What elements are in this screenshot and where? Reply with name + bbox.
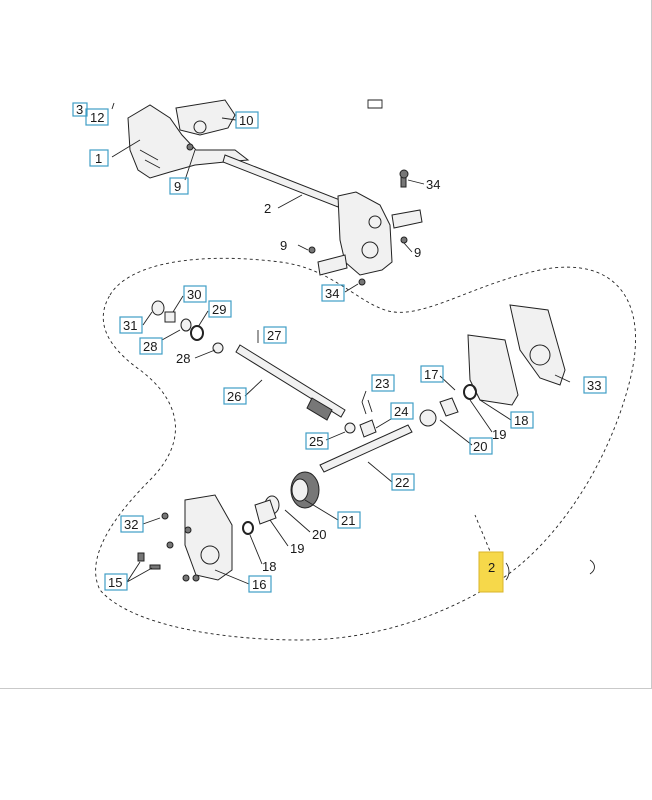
- callout-26: 26: [227, 389, 241, 404]
- callout-20a: 20: [473, 439, 487, 454]
- callout-16: 16: [252, 577, 266, 592]
- callout-17-box: [420, 365, 444, 383]
- callout-28a: 28: [143, 339, 157, 354]
- callout-9c: 9: [414, 245, 421, 260]
- callout-30-box: [183, 285, 207, 303]
- callout-2a: 2: [264, 201, 271, 216]
- callout-9a: 9: [174, 179, 181, 194]
- callout-17: 17: [424, 367, 438, 382]
- callout-26-box: [223, 387, 247, 405]
- callout-18a: 18: [514, 413, 528, 428]
- callout-10: 10: [239, 113, 253, 128]
- callout-24: 24: [394, 404, 408, 419]
- callout-34b: 34: [325, 286, 339, 301]
- callout-34a: 34: [426, 177, 440, 192]
- callout-31-box: [119, 316, 143, 334]
- callout-32: 32: [124, 517, 138, 532]
- callout-2b[interactable]: 2: [488, 560, 495, 575]
- callout-12-box: [85, 108, 109, 126]
- callout-31: 31: [123, 318, 137, 333]
- callout-25-box: [305, 432, 329, 450]
- callout-1: 1: [95, 151, 102, 166]
- lower-housing-group: [137, 471, 320, 582]
- callout-21-box: [337, 511, 361, 529]
- callout-29: 29: [212, 302, 226, 317]
- callout-24-box: [390, 402, 414, 420]
- leader-lines: [111, 102, 571, 585]
- callout-32-box: [120, 515, 144, 533]
- callout-3: 3: [76, 102, 83, 117]
- callout-30: 30: [187, 287, 201, 302]
- stray-mark: [367, 99, 383, 109]
- callout-2-highlight[interactable]: [478, 551, 504, 593]
- callout-33-box: [583, 376, 607, 394]
- stray-mark: [505, 562, 510, 581]
- callout-1-box: [89, 149, 109, 167]
- callout-23: 23: [375, 376, 389, 391]
- callout-22: 22: [395, 475, 409, 490]
- stray-mark: [589, 559, 595, 575]
- callout-25: 25: [309, 434, 323, 449]
- callout-19b: 19: [290, 541, 304, 556]
- callout-29-box: [208, 300, 232, 318]
- callout-labels: 3 12 10 1 9 34 2 9 9 34 30 29 31 28 28 2…: [72, 102, 607, 593]
- callout-28a-box: [139, 337, 163, 355]
- callout-9b: 9: [280, 238, 287, 253]
- callout-27-box: [263, 326, 287, 344]
- callout-21: 21: [341, 513, 355, 528]
- callout-23-box: [371, 374, 395, 392]
- callout-16-box: [248, 575, 272, 593]
- callout-9-box: [169, 177, 189, 195]
- callout-22-box: [391, 473, 415, 491]
- callout-33: 33: [587, 378, 601, 393]
- callout-19a: 19: [492, 427, 506, 442]
- callout-34b-box: [321, 284, 345, 302]
- callout-18b: 18: [262, 559, 276, 574]
- callout-27: 27: [267, 328, 281, 343]
- callout-20b: 20: [312, 527, 326, 542]
- callout-15-box: [104, 573, 128, 591]
- upper-housing-assembly: [127, 99, 423, 286]
- callout-12: 12: [90, 110, 104, 125]
- right-cover-group: [319, 304, 566, 473]
- left-shaft-group: [151, 300, 377, 438]
- callout-18a-box: [510, 411, 534, 429]
- group-outline: [95, 257, 636, 641]
- callout-15: 15: [108, 575, 122, 590]
- callout-10-box: [235, 111, 259, 129]
- frame-bottom-border: [0, 688, 652, 689]
- callout-28b: 28: [176, 351, 190, 366]
- callout-20a-box: [469, 437, 493, 455]
